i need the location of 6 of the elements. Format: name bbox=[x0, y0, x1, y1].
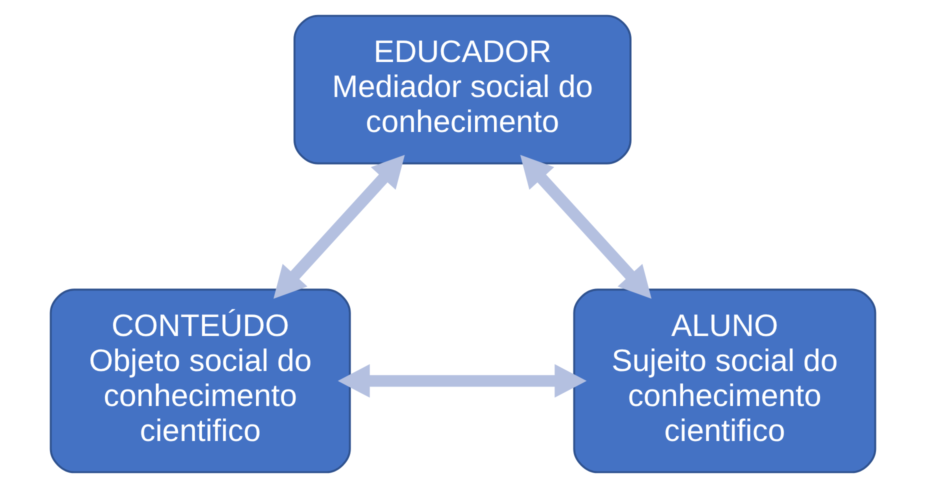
node-box: CONTEÚDO Objeto social do conhecimento cientifico bbox=[50, 288, 351, 474]
node-box: EDUCADOR Mediador social do conhecimento bbox=[294, 14, 632, 164]
node-box: ALUNO Sujeito social do conhecimento cientifico bbox=[573, 288, 876, 474]
arrow bbox=[274, 154, 405, 299]
arrow bbox=[338, 364, 587, 398]
arrow bbox=[520, 154, 652, 299]
